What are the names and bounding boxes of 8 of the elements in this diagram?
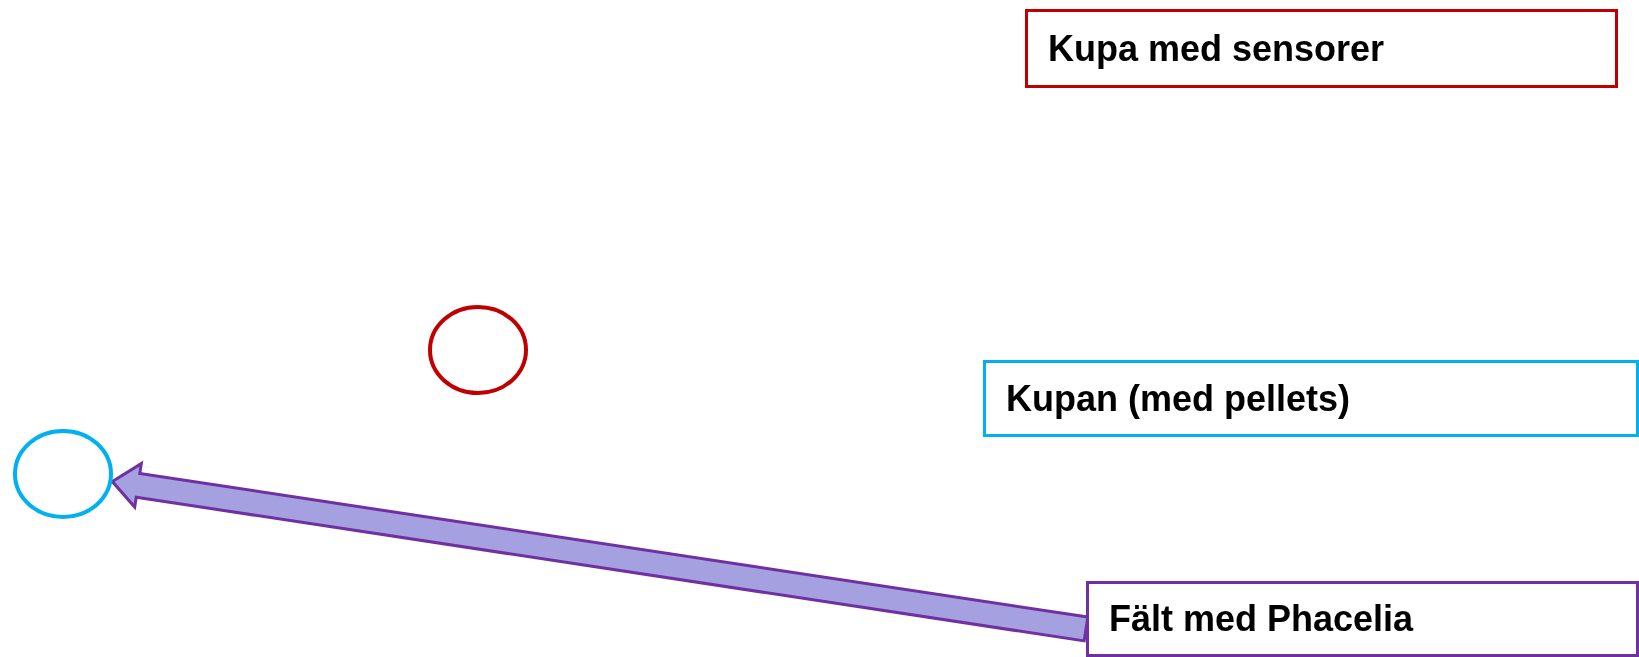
label-box bbox=[983, 360, 1639, 437]
box-label: Kupa med sensorer bbox=[1048, 26, 1385, 71]
box-label: Fält med Phacelia bbox=[1109, 597, 1414, 641]
box-label: Kupan (med pellets) bbox=[1006, 376, 1351, 421]
circle bbox=[13, 429, 113, 519]
circle bbox=[428, 305, 528, 395]
label-box bbox=[1086, 581, 1639, 657]
label-box bbox=[1025, 9, 1618, 88]
